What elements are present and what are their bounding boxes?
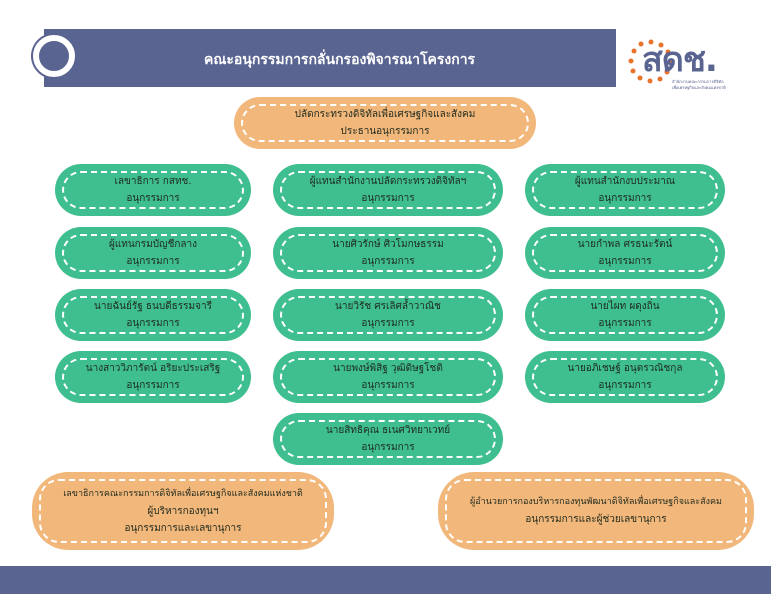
- circle-decoration-icon: [33, 35, 75, 77]
- node-role: อนุกรรมการ: [126, 193, 180, 204]
- dot-ring-icon: [628, 39, 673, 84]
- node-name: นายสิทธิคุณ ธเนศวิทยาเวทย์: [325, 425, 451, 436]
- member-node: นายพงษ์พิสิฐ วุฒิดิษฐโชติ อนุกรรมการ: [275, 353, 501, 401]
- member-node: นายฉันย์รัฐ ธนบดีธรรมจารี อนุกรรมการ: [57, 291, 249, 339]
- node-name: ผู้แทนสำนักงบประมาณ: [574, 176, 676, 187]
- node-role: อนุกรรมการ: [361, 442, 415, 453]
- node-name: เลขาธิการคณะกรรมการดิจิทัลเพื่อเศรษฐกิจแ…: [63, 488, 303, 499]
- logo-subtitle: สำนักงานคณะกรรมการดิจิทัล: [672, 79, 724, 84]
- node-name: นายวิรัช ศรเลิศล้ำวาณิช: [335, 301, 441, 312]
- node-role: อนุกรรมการ: [598, 318, 652, 329]
- node-role: อนุกรรมการ: [126, 318, 180, 329]
- node-name: เลขาธิการ กสทช.: [114, 176, 192, 187]
- member-node: นายกำพล ศรธนะรัตน์ อนุกรรมการ: [527, 229, 723, 277]
- secretary-node: เลขาธิการคณะกรรมการดิจิทัลเพื่อเศรษฐกิจแ…: [34, 474, 332, 548]
- node-role: อนุกรรมการ: [598, 256, 652, 267]
- node-role: อนุกรรมการและผู้ช่วยเลขานุการ: [525, 514, 667, 525]
- member-node: นายไผท ผดุงถิ่น อนุกรรมการ: [527, 291, 723, 339]
- node-name: นายศิวรักษ์ ศิวโมกษธรรม: [332, 239, 444, 250]
- logo-text: สดช.: [642, 40, 718, 80]
- member-node: นายสิทธิคุณ ธเนศวิทยาเวทย์ อนุกรรมการ: [275, 415, 501, 463]
- member-node: ผู้แทนสำนักงบประมาณ อนุกรรมการ: [527, 166, 723, 214]
- node-name: ผู้อำนวยการกองบริหารกองทุนพัฒนาดิจิทัลเพ…: [470, 497, 722, 507]
- page-title: คณะอนุกรรมการกลั่นกรองพิจารณาโครงการ: [204, 52, 476, 68]
- node-name: ผู้แทนสำนักงานปลัดกระทรวงดิจิทัลฯ: [309, 176, 467, 187]
- node-role: อนุกรรมการ: [361, 318, 415, 329]
- node-role: อนุกรรมการ: [126, 256, 180, 267]
- logo-subtitle: เพื่อเศรษฐกิจและสังคมแห่งชาติ: [672, 85, 726, 90]
- node-role: อนุกรรมการ: [598, 380, 652, 391]
- member-node: นายอภิเชษฐ์ อนุตรวณิชกุล อนุกรรมการ: [527, 353, 723, 401]
- node-role: อนุกรรมการ: [361, 380, 415, 391]
- node-role: อนุกรรมการ: [361, 193, 415, 204]
- node-role: อนุกรรมการ: [598, 193, 652, 204]
- chair-node: ปลัดกระทรวงดิจิทัลเพื่อเศรษฐกิจและสังคม …: [236, 99, 534, 147]
- node-role: อนุกรรมการ: [361, 256, 415, 267]
- node-name: นายฉันย์รัฐ ธนบดีธรรมจารี: [94, 301, 212, 312]
- member-node: นางสาววิภารัตน์ อริยะประเสริฐ อนุกรรมการ: [57, 353, 249, 401]
- member-node: ผู้แทนกรมบัญชีกลาง อนุกรรมการ: [57, 229, 249, 277]
- title-banner: คณะอนุกรรมการกลั่นกรองพิจารณาโครงการ: [44, 29, 616, 87]
- member-node: ผู้แทนสำนักงานปลัดกระทรวงดิจิทัลฯ อนุกรร…: [275, 166, 501, 214]
- node-role: อนุกรรมการ: [126, 380, 180, 391]
- node-role: อนุกรรมการและเลขานุการ: [124, 522, 242, 534]
- footer-bar: [0, 566, 771, 594]
- node-role: ประธานอนุกรรมการ: [340, 126, 430, 137]
- node-name: นางสาววิภารัตน์ อริยะประเสริฐ: [85, 363, 221, 374]
- node-name: นายอภิเชษฐ์ อนุตรวณิชกุล: [567, 363, 683, 374]
- node-name: ปลัดกระทรวงดิจิทัลเพื่อเศรษฐกิจและสังคม: [294, 109, 476, 120]
- logo: สดช. สำนักงานคณะกรรมการดิจิทัล เพื่อเศรษ…: [628, 32, 748, 92]
- member-node: นายวิรัช ศรเลิศล้ำวาณิช อนุกรรมการ: [275, 291, 501, 339]
- node-role: ผู้บริหารกองทุนฯ: [147, 505, 219, 517]
- node-name: นายพงษ์พิสิฐ วุฒิดิษฐโชติ: [333, 363, 443, 374]
- node-name: นายไผท ผดุงถิ่น: [590, 301, 660, 312]
- member-node: เลขาธิการ กสทช. อนุกรรมการ: [57, 166, 249, 214]
- node-name: นายกำพล ศรธนะรัตน์: [577, 239, 673, 250]
- assistant-secretary-node: ผู้อำนวยการกองบริหารกองทุนพัฒนาดิจิทัลเพ…: [440, 474, 752, 548]
- node-name: ผู้แทนกรมบัญชีกลาง: [108, 239, 198, 250]
- member-node: นายศิวรักษ์ ศิวโมกษธรรม อนุกรรมการ: [275, 229, 501, 277]
